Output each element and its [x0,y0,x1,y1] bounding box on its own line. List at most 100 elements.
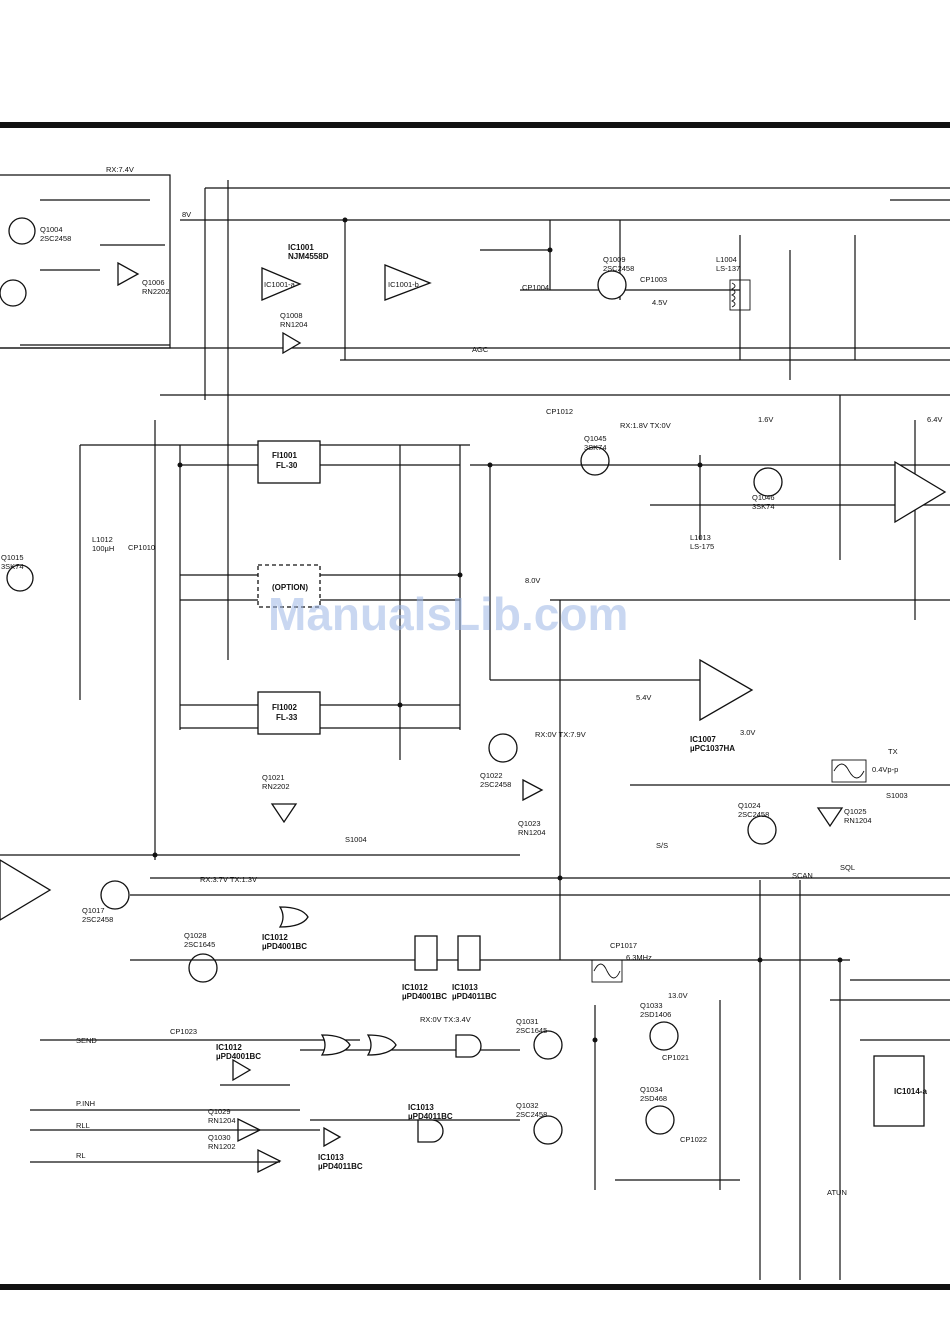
filter3-ref: FI1002 [272,703,297,712]
ic1012-ref-b: IC1012 [216,1043,242,1052]
ic1013-ref-b: IC1013 [408,1103,434,1112]
nor-gate-1 [320,1034,351,1056]
signal-scan: SCAN [792,871,813,880]
voltage-rx37: RX:3.7V TX:1.3V [200,875,257,884]
voltage-64v: 6.4V [927,415,942,424]
bottom-rule [0,1284,950,1290]
q1022-ref: Q1022 [480,771,503,780]
q1021-part: RN2202 [262,782,290,791]
signal-sql: SQL [840,863,855,872]
q1028-symbol [188,953,218,983]
q1032-symbol [533,1115,563,1145]
l1013-ref: L1013 [690,533,711,542]
q1006-part: RN2202 [142,287,170,296]
ic1001-ref: IC1001 [288,243,314,252]
voltage-54v: 5.4V [636,693,651,702]
top-rule [0,122,950,128]
q1008-symbol [282,331,302,355]
q1030-part: RN1202 [208,1142,236,1151]
ic1012-ref-c: IC1012 [402,983,428,992]
filter1-part: FL-30 [276,461,298,470]
q1046-part: 3SK74 [752,502,775,511]
cp1010: CP1010 [128,543,155,552]
ic1007-symbol [699,658,754,722]
l1012-ref: L1012 [92,535,113,544]
ic1013-part-b: µPD4011BC [408,1112,453,1121]
q1033-symbol [649,1021,679,1051]
top-wiring [0,174,950,660]
ic1012-pins [414,935,438,971]
ic1013-part-a: µPD4011BC [452,992,497,1001]
ic1013-pins [457,935,481,971]
signal-atun: ATUN [827,1188,847,1197]
ic1007-part: µPC1037HA [690,744,735,753]
q1023-ref: Q1023 [518,819,541,828]
q1032-part: 2SC2458 [516,1110,547,1119]
q1034-ref: Q1034 [640,1085,663,1094]
ic1007-ref: IC1007 [690,735,716,744]
signal-send: SEND [76,1036,97,1045]
filter-fl33 [257,691,321,735]
switch-s1003: S1003 [886,791,908,800]
voltage-rx18: RX:1.8V TX:0V [620,421,671,430]
voltage-8v: 8V [182,210,191,219]
filter-option [257,564,321,608]
cp1022: CP1022 [680,1135,707,1144]
right-amp-symbol [894,460,947,524]
q1004-part: 2SC2458 [40,234,71,243]
signal-pinh: P.INH [76,1099,95,1108]
voltage-45v: 4.5V [652,298,667,307]
ic1012-part-a: µPD4001BC [262,942,307,951]
q1024-symbol [747,815,777,845]
voltage-04vpp: 0.4Vp-p [872,765,898,774]
q1032-ref: Q1032 [516,1101,539,1110]
q1024-part: 2SC2458 [738,810,769,819]
q1008-part: RN1204 [280,320,308,329]
nand-gate-1 [455,1034,482,1058]
filter-fl30 [257,440,321,484]
q1022-symbol [488,733,518,763]
q1017-part: 2SC2458 [82,915,113,924]
ic1012-part-c: µPD4001BC [402,992,447,1001]
cp1017: CP1017 [610,941,637,950]
q1034-part: 2SD468 [640,1094,667,1103]
svg-text:IC1001-a: IC1001-a [264,280,296,289]
q1030-symbol [257,1148,282,1174]
q1006-ref: Q1006 [142,278,165,287]
watermark: ManualsLib.com [268,588,628,640]
voltage-13v: 13.0V [668,991,688,1000]
nor-gate-top [278,906,309,928]
q1009-part: 2SC2458 [603,264,634,273]
voltage-80v: 8.0V [525,576,540,585]
ic1012-ref-a: IC1012 [262,933,288,942]
ic1014-ref: IC1014-a [894,1087,927,1096]
cp1023: CP1023 [170,1027,197,1036]
signal-tx: TX [888,747,898,756]
q1045-symbol [580,446,610,476]
switch-s1004: S1004 [345,835,367,844]
voltage-63mhz: 6.3MHz [626,953,652,962]
q1034-symbol [645,1105,675,1135]
q1022-part: 2SC2458 [480,780,511,789]
left-amp-symbol [0,859,52,921]
q1021-symbol [270,803,298,824]
ic1001-a: IC1001-a [261,267,302,301]
q1009-ref: Q1009 [603,255,626,264]
inverter-1 [232,1058,252,1082]
filter1-ref: FI1001 [272,451,297,460]
cp1012: CP1012 [546,407,573,416]
waveform-tx [831,759,867,783]
l1013-part: LS-175 [690,542,714,551]
l1004-part: LS-137 [716,264,740,273]
cp1004: CP1004 [522,283,549,292]
q1025-symbol [816,807,844,828]
q1025-ref: Q1025 [844,807,867,816]
voltage-rx0-79: RX:0V TX:7.9V [535,730,586,739]
waveform-6mhz [591,959,623,983]
inverter-2 [323,1126,342,1148]
q1009-symbol [597,270,627,300]
signal-ss: S/S [656,841,668,850]
l1012-part: 100µH [92,544,114,553]
l1004-ref: L1004 [716,255,737,264]
q1030-ref: Q1030 [208,1133,231,1142]
